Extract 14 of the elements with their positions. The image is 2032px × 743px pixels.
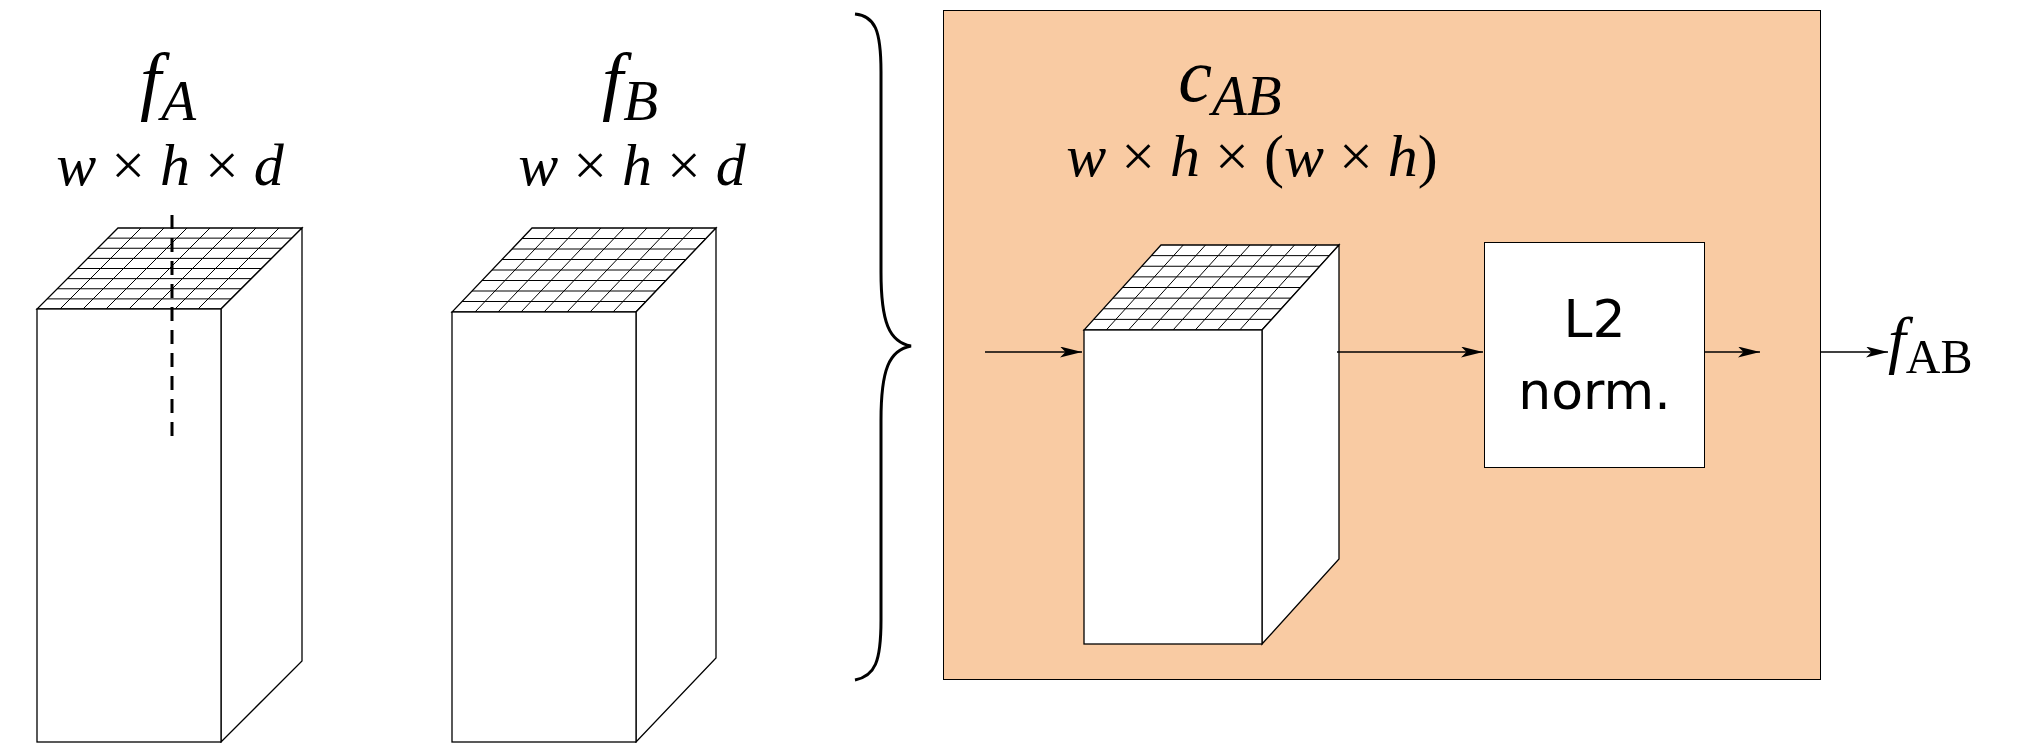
dimension-label: w × h × d xyxy=(56,132,284,198)
arrow xyxy=(1703,346,1761,358)
arrow xyxy=(984,346,1083,358)
dimension-label: w × h × (w × h) xyxy=(1066,123,1438,189)
panel-background xyxy=(943,10,1821,680)
process-box: L2 norm. xyxy=(1484,242,1705,468)
symbol-label: f$_{B}$ xyxy=(602,38,658,122)
symbol-label: c$_{AB}$ xyxy=(1178,33,1282,117)
cuboid-drawing xyxy=(1083,244,1340,645)
arrow xyxy=(1820,346,1889,358)
arrow xyxy=(1336,346,1484,358)
dimension-label: w × h × d xyxy=(518,132,746,198)
symbol-label: f$_{A}$ xyxy=(140,38,196,122)
output-label: f$_{AB}$ xyxy=(1888,300,1973,380)
